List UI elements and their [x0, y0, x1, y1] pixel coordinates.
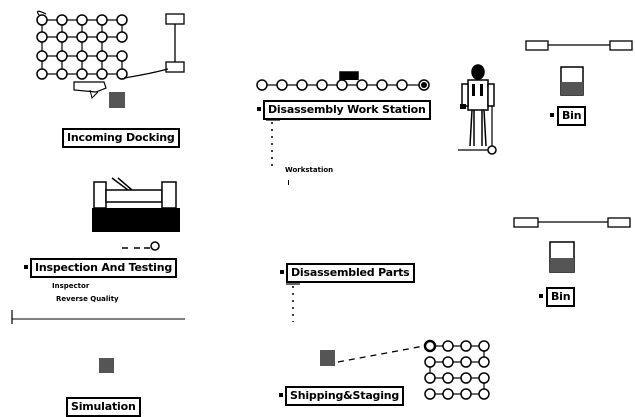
worker-figure-icon	[458, 64, 497, 155]
bin-icon-bottom	[549, 241, 575, 273]
disassembly-dotted-link	[266, 119, 280, 166]
bin-bottom-bullet	[539, 294, 543, 298]
bottom-conveyor-segment-icon	[513, 217, 631, 228]
disassembled-parts-bullet	[280, 270, 284, 274]
simulation-label[interactable]: Simulation	[66, 397, 141, 417]
shipping-bullet	[279, 393, 283, 397]
inspection-testing-label[interactable]: Inspection And Testing	[30, 258, 178, 278]
inspection-connector-icon	[122, 241, 160, 251]
shipping-conveyor-grid-icon	[337, 339, 490, 400]
shipping-queue-square	[320, 350, 335, 366]
disassembly-conveyor-icon	[256, 71, 430, 91]
inspection-sub1: Inspector	[52, 282, 90, 290]
inspection-bullet	[24, 265, 28, 269]
inspection-divider-line	[11, 310, 185, 324]
disassembled-parts-dotted-link	[286, 283, 300, 322]
inspection-sub2: Reverse Quality	[56, 295, 119, 303]
lathe-machine-icon	[92, 177, 180, 232]
disassembly-bullet	[257, 107, 261, 111]
top-conveyor-segment-icon	[525, 40, 633, 51]
workstation-text: Workstation	[285, 166, 334, 174]
shipping-staging-label[interactable]: Shipping&Staging	[285, 386, 405, 406]
workstation-tick	[288, 180, 289, 185]
bin-icon-top	[560, 66, 584, 96]
bin-top-label[interactable]: Bin	[557, 106, 587, 126]
disassembled-parts-label[interactable]: Disassembled Parts	[286, 263, 415, 283]
bin-top-bullet	[550, 113, 554, 117]
bin-bottom-label[interactable]: Bin	[546, 287, 576, 307]
disassembly-work-station-label[interactable]: Disassembly Work Station	[263, 100, 431, 120]
simulation-square	[99, 358, 114, 373]
incoming-docking-label[interactable]: Incoming Docking	[62, 128, 180, 148]
incoming-conveyor-grid-icon	[36, 10, 185, 99]
incoming-queue-square	[109, 92, 125, 108]
